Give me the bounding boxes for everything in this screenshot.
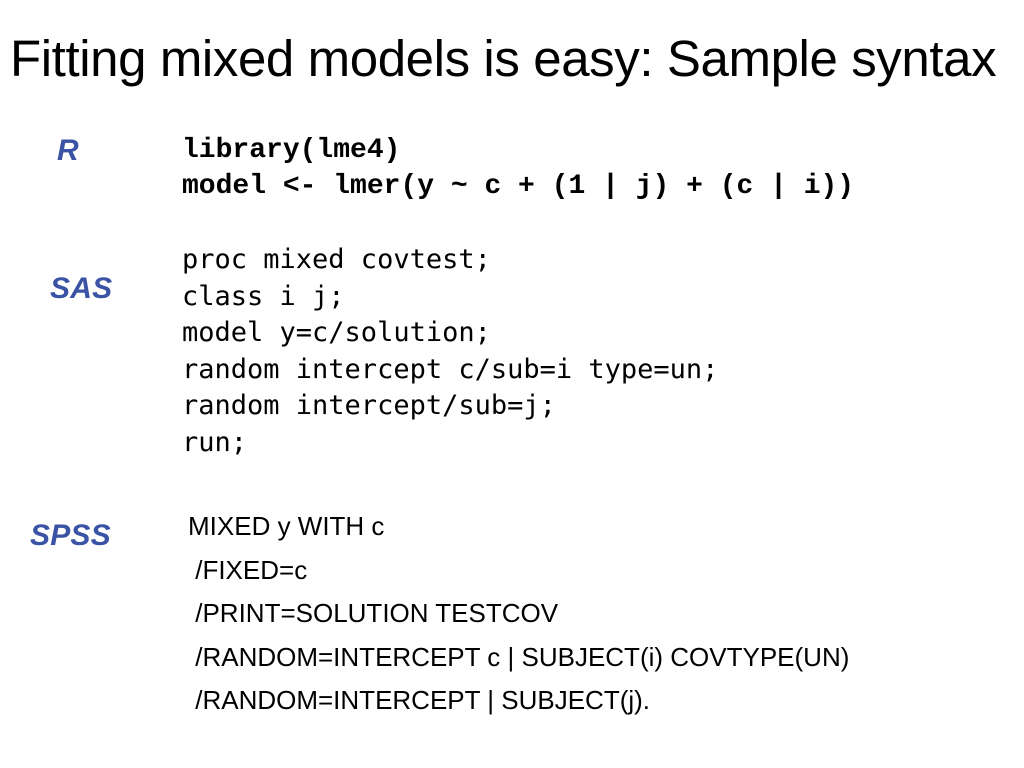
language-label-sas: SAS — [50, 272, 113, 305]
page-title: Fitting mixed models is easy: Sample syn… — [10, 30, 997, 87]
code-snippet-sas: proc mixed covtest; class i j; model y=c… — [182, 244, 719, 458]
code-snippet-r: library(lme4) model <- lmer(y ~ c + (1 |… — [182, 135, 855, 202]
language-label-r: R — [57, 134, 79, 167]
code-snippet-spss: MIXED y WITH c /FIXED=c /PRINT=SOLUTION … — [188, 511, 850, 715]
language-label-spss: SPSS — [30, 519, 111, 552]
